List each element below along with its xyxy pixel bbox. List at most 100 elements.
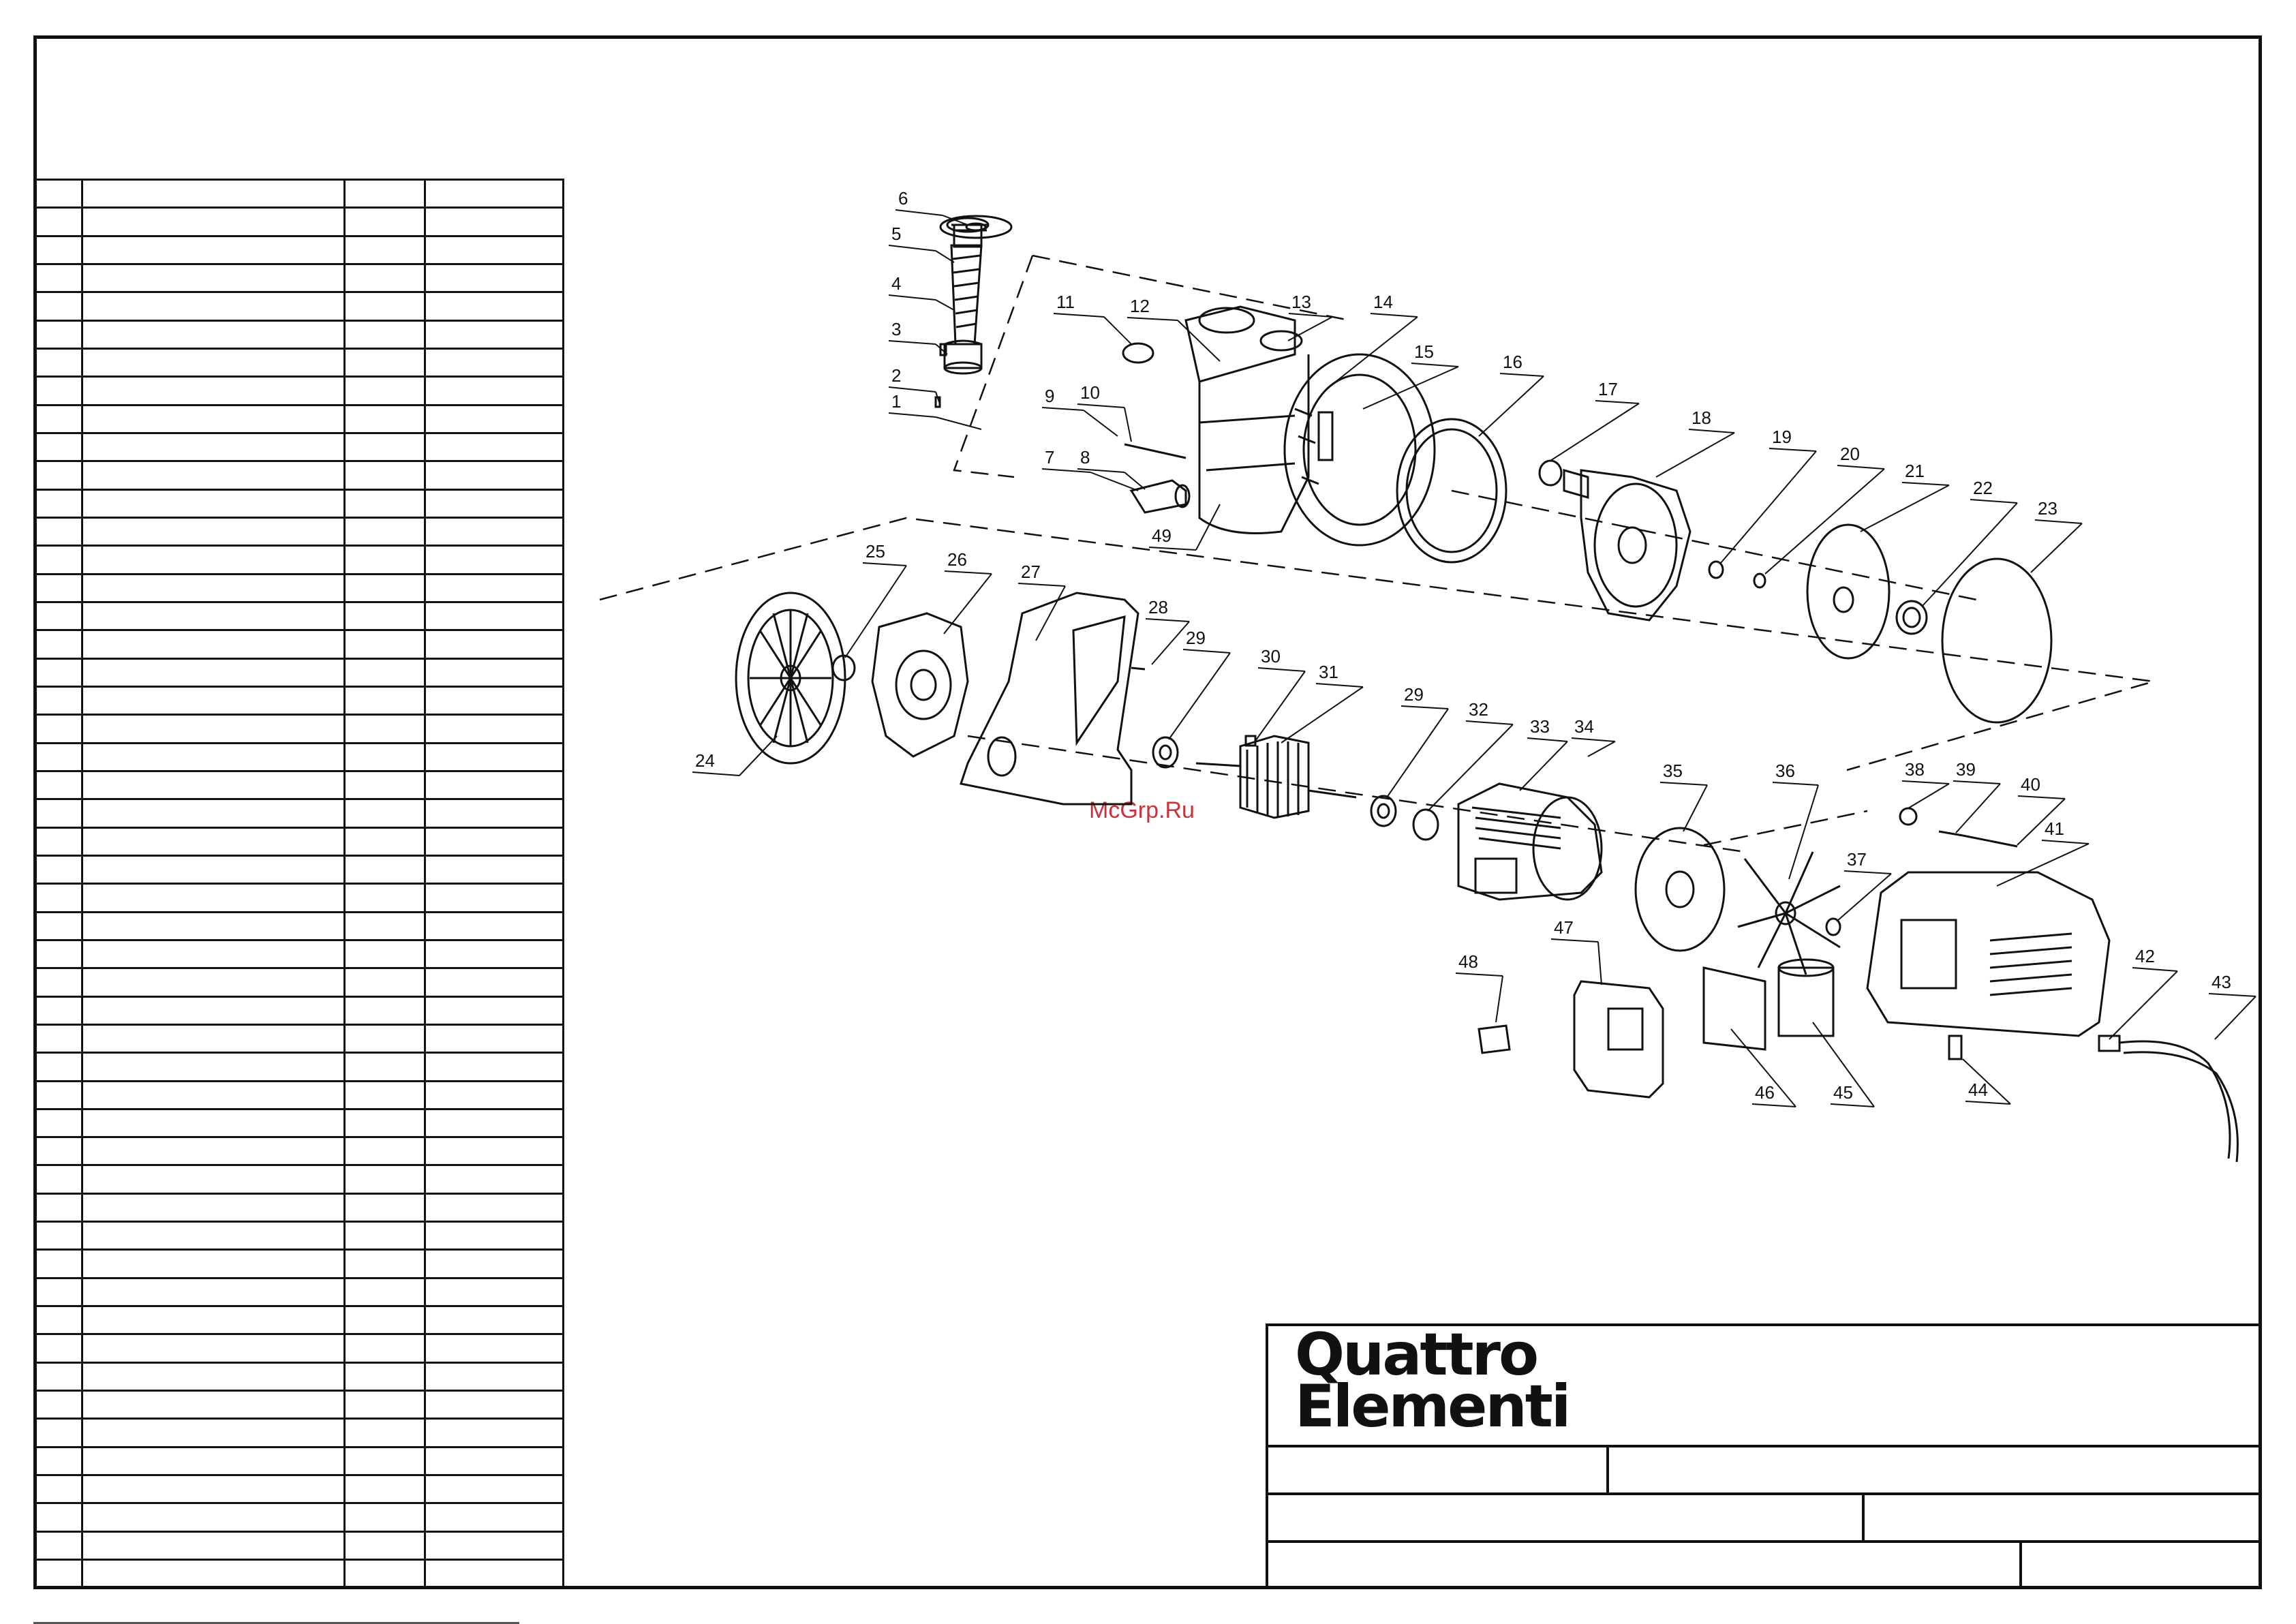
title-block-divider <box>2019 1540 2022 1589</box>
callout-underline <box>888 386 936 393</box>
table-cell <box>343 545 426 575</box>
callout-underline <box>1688 429 1735 433</box>
table-cell <box>33 1333 83 1364</box>
table-cell <box>81 1248 346 1279</box>
callout-leader <box>1921 502 2018 607</box>
table-cell <box>33 1221 83 1251</box>
table-row <box>33 1333 564 1364</box>
table-row <box>33 854 564 885</box>
table-cell <box>343 1107 426 1139</box>
table-cell <box>343 1136 426 1167</box>
table-cell <box>33 995 83 1026</box>
callout-leader <box>1427 724 1514 812</box>
callout-leader <box>1519 741 1568 791</box>
callout-leader <box>935 250 955 263</box>
table-cell <box>343 910 426 941</box>
table-cell <box>81 1192 346 1223</box>
table-cell <box>343 319 426 350</box>
callout-36: 36 <box>1772 761 1819 880</box>
table-cell <box>343 769 426 801</box>
table-cell <box>343 516 426 547</box>
table-cell <box>33 291 83 322</box>
callout-underline <box>1901 482 1950 486</box>
callout-leader <box>844 565 907 658</box>
table-cell <box>81 1136 346 1167</box>
title-block <box>1266 1323 2262 1589</box>
callout-number: 9 <box>1045 386 1054 406</box>
callout-number: 45 <box>1833 1082 1853 1103</box>
table-cell <box>81 431 346 463</box>
table-cell <box>33 1530 83 1561</box>
callout-leader <box>1597 941 1602 985</box>
table-row <box>33 488 564 519</box>
table-cell <box>424 1107 564 1139</box>
table-cell <box>343 798 426 829</box>
table-cell <box>424 1248 564 1279</box>
callout-number: 37 <box>1847 849 1867 870</box>
table-cell <box>81 883 346 913</box>
brand-line-2: Elementi <box>1295 1373 1571 1441</box>
table-cell <box>424 967 564 998</box>
table-cell <box>33 262 83 294</box>
table-row <box>33 376 564 406</box>
table-cell <box>81 206 346 237</box>
table-cell <box>33 1164 83 1195</box>
callout-underline <box>1550 938 1599 943</box>
callout-underline <box>1077 403 1125 408</box>
table-cell <box>424 572 564 603</box>
table-row <box>33 1530 564 1561</box>
table-cell <box>424 600 564 632</box>
table-cell <box>81 347 346 378</box>
callout-leader <box>1655 432 1735 478</box>
table-cell <box>343 685 426 716</box>
table-cell <box>424 798 564 829</box>
table-row <box>33 741 564 772</box>
table-cell <box>81 234 346 265</box>
callout-leader <box>1335 316 1418 382</box>
motor-cover <box>1866 807 2111 1037</box>
callout-underline <box>1751 1103 1796 1107</box>
callout-leader <box>935 391 940 403</box>
table-cell <box>81 1530 346 1561</box>
callout-underline <box>1843 870 1892 874</box>
table-cell <box>343 1248 426 1279</box>
callout-leader <box>1550 403 1640 461</box>
callout-number: 17 <box>1598 379 1618 399</box>
callout-underline <box>1288 313 1333 318</box>
table-cell <box>343 431 426 463</box>
callout-49: 49 <box>1148 504 1221 551</box>
table-cell <box>424 1192 564 1223</box>
callout-underline <box>1145 618 1190 622</box>
callout-leader <box>1478 376 1544 437</box>
table-cell <box>81 685 346 716</box>
rotor-assembly <box>1152 735 1439 841</box>
callout-number: 26 <box>947 549 967 570</box>
table-cell <box>81 1333 346 1364</box>
table-row <box>33 629 564 660</box>
table-cell <box>343 1530 426 1561</box>
table-row <box>33 938 564 970</box>
table-cell <box>424 206 564 237</box>
table-cell <box>33 1107 83 1139</box>
table-cell <box>33 685 83 716</box>
table-cell <box>424 347 564 378</box>
table-cell <box>424 938 564 970</box>
table-cell <box>343 1023 426 1054</box>
table-cell <box>343 1418 426 1448</box>
callout-number: 11 <box>1056 292 1075 312</box>
table-row <box>33 1305 564 1336</box>
table-cell <box>33 1276 83 1308</box>
callout-2: 2 <box>888 365 940 403</box>
table-cell <box>81 1305 346 1336</box>
callout-underline <box>1411 363 1459 367</box>
callout-number: 22 <box>1973 478 1993 498</box>
table-cell <box>424 1390 564 1420</box>
callout-31: 31 <box>1281 662 1364 744</box>
table-row <box>33 1107 564 1139</box>
table-cell <box>343 995 426 1026</box>
table-cell <box>424 910 564 941</box>
callout-leader <box>1908 783 1950 809</box>
callout-number: 44 <box>1968 1079 1988 1100</box>
